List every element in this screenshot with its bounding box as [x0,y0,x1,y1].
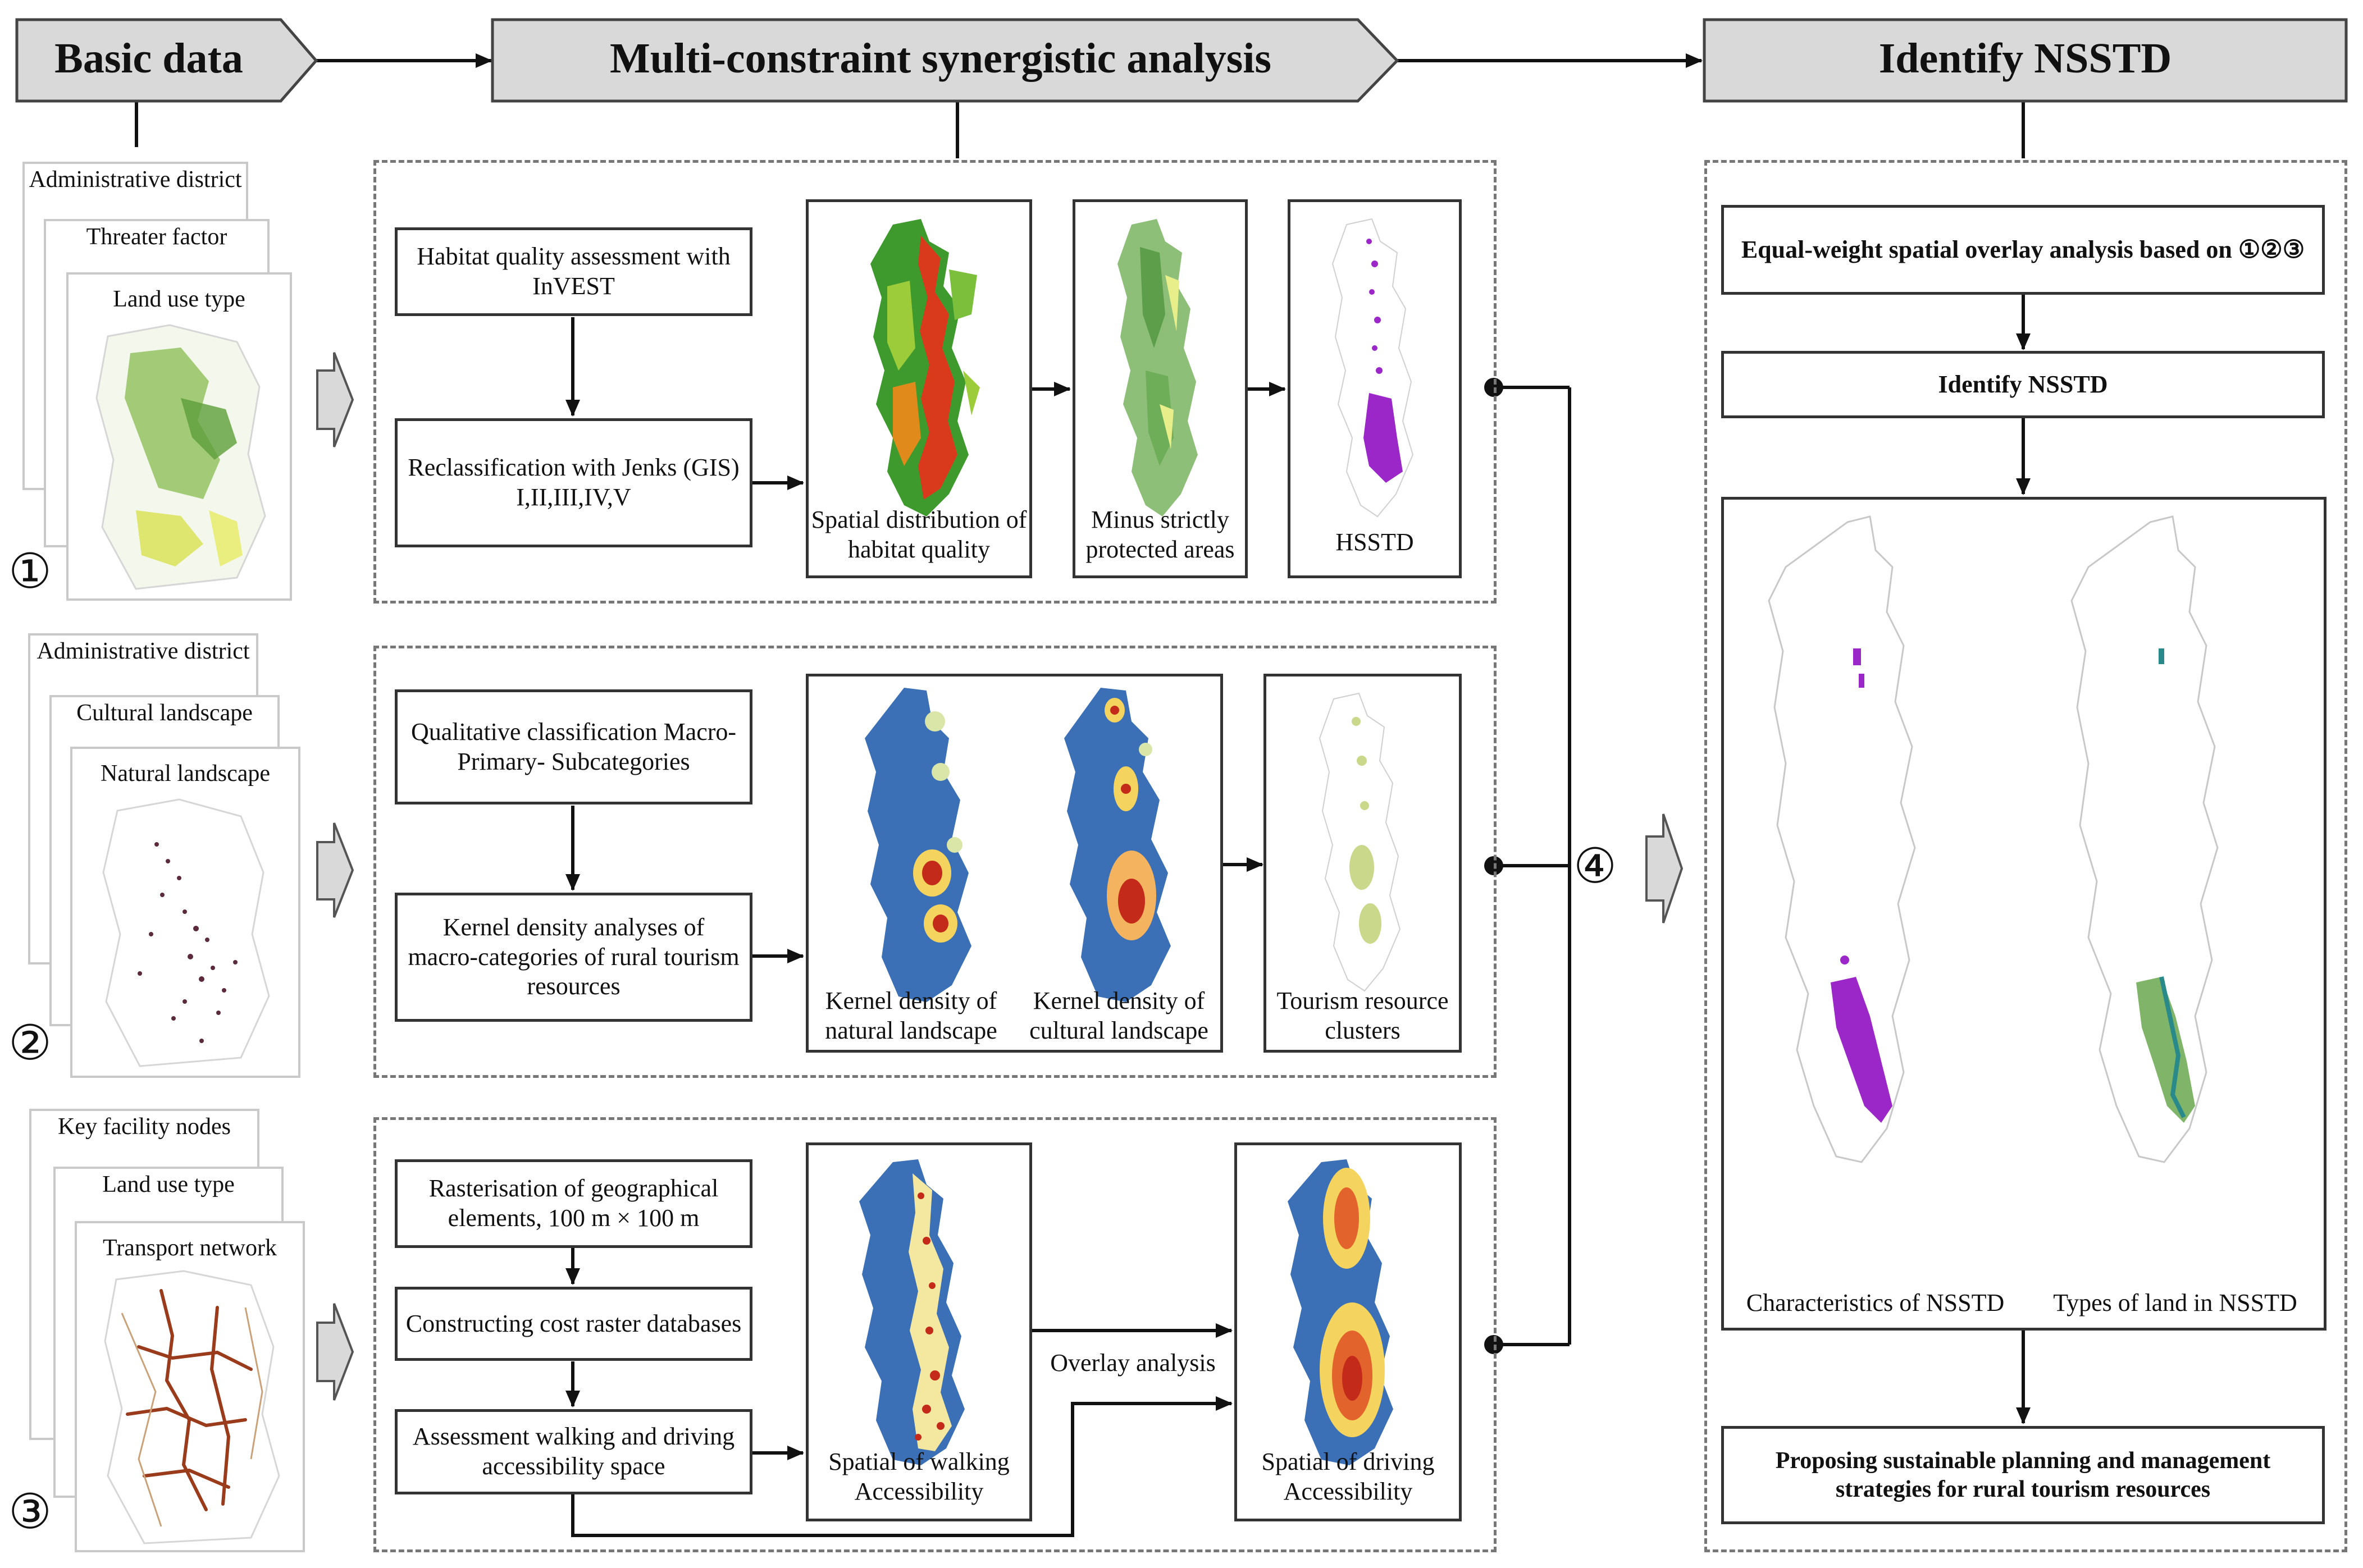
rasterisation-box: Rasterisation of geographical elements, … [395,1159,752,1248]
nsstd-maps-panel: Characteristics of NSSTD Types of land i… [1721,497,2326,1331]
block-arrow-to-identify [1645,813,1684,924]
input1-layer-landuse: Land use type [66,272,292,601]
walking-accessibility-panel: Spatial of walking Accessibility [806,1142,1032,1521]
minus-protected-panel: Minus strictly protected areas [1073,199,1248,578]
hsstd-panel: HSSTD [1288,199,1462,578]
input2-admin-label: Administrative district [37,638,250,664]
header-identify-label: Identify NSSTD [1878,35,2172,82]
arrow-assess-loop-to-drive [571,1396,1233,1537]
input2-layer-natural: Natural landscape [70,747,300,1078]
minus-protected-map [1117,219,1198,516]
marker-1: ① [8,543,52,600]
tourism-clusters-caption: Tourism resource clusters [1276,987,1449,1044]
nsstd-characteristics-map [1768,515,1916,1163]
minus-protected-caption: Minus strictly protected areas [1085,506,1235,563]
qualitative-classification-box: Qualitative classification Macro- Primar… [395,689,752,804]
header-multi-label: Multi-constraint synergistic analysis [610,35,1271,82]
kernel-density-analysis-box: Kernel density analyses of macro-categor… [395,893,752,1022]
input3-facility-label: Key facility nodes [58,1114,231,1140]
habitat-quality-caption: Spatial distribution of habitat quality [811,506,1027,563]
header-basic-shape [15,18,318,103]
input1-landuse-label: Land use type [113,286,245,312]
identify-nsstd-box: Identify NSSTD [1721,351,2325,418]
hsstd-caption: HSSTD [1335,528,1414,556]
nsstd-land-types-caption: Types of land in NSSTD [2053,1289,2297,1316]
input1-admin-label: Administrative district [29,167,242,193]
kernel-cultural-caption: Kernel density of cultural landscape [1029,987,1208,1044]
reclassification-box: Reclassification with Jenks (GIS) I,II,I… [395,418,752,547]
nsstd-land-types-map [2070,515,2219,1163]
hsstd-map [1331,218,1414,518]
driving-accessibility-caption: Spatial of driving Accessibility [1261,1448,1435,1505]
kernel-cultural-map [1064,688,1171,1002]
equal-weight-overlay-box: Equal-weight spatial overlay analysis ba… [1721,205,2325,295]
nsstd-characteristics-caption: Characteristics of NSSTD [1746,1289,2005,1316]
header-multi-shape [491,18,1399,103]
overlay-analysis-label: Overlay analysis [1050,1349,1216,1377]
block-arrow-row2 [316,822,354,918]
input3-transport-map [104,1270,280,1544]
right-container [1704,160,2347,1552]
row1-container [373,160,1497,604]
tourism-clusters-map [1319,692,1401,992]
row2-container [373,646,1497,1078]
habitat-quality-panel: Spatial distribution of habitat quality [806,199,1032,578]
input2-natural-label: Natural landscape [100,761,271,787]
input1-landuse-map [95,324,266,590]
header-basic-label: Basic data [54,35,243,82]
walking-accessibility-map [859,1159,965,1465]
assessment-accessibility-box: Assessment walking and driving accessibi… [395,1409,752,1494]
input3-landuse-label: Land use type [102,1172,235,1197]
input2-natural-map [102,798,270,1067]
cost-raster-box: Constructing cost raster databases [395,1287,752,1361]
kernel-natural-caption: Kernel density of natural landscape [825,987,997,1044]
marker-4: ④ [1573,838,1617,894]
proposing-strategies-box: Proposing sustainable planning and manag… [1721,1426,2325,1524]
block-arrow-row1 [316,352,354,447]
driving-accessibility-map [1288,1159,1393,1465]
driving-accessibility-panel: Spatial of driving Accessibility [1234,1142,1462,1521]
input2-cultural-label: Cultural landscape [76,700,253,726]
header-identify-shape [1703,18,2348,103]
marker-3: ③ [8,1484,52,1540]
habitat-assessment-box: Habitat quality assessment with InVEST [395,227,752,316]
marker-2: ② [8,1015,52,1071]
row3-container [373,1117,1497,1552]
input3-transport-label: Transport network [103,1235,277,1261]
input3-layer-transport: Transport network [75,1221,305,1552]
walking-accessibility-caption: Spatial of walking Accessibility [828,1448,1010,1505]
kernel-natural-map [865,688,971,1002]
block-arrow-row3 [316,1303,354,1401]
input1-threat-label: Threater factor [86,224,227,250]
kernel-density-panel: Kernel density of natural landscape Kern… [806,674,1223,1053]
tourism-clusters-panel: Tourism resource clusters [1263,674,1462,1053]
habitat-quality-map [870,219,980,516]
